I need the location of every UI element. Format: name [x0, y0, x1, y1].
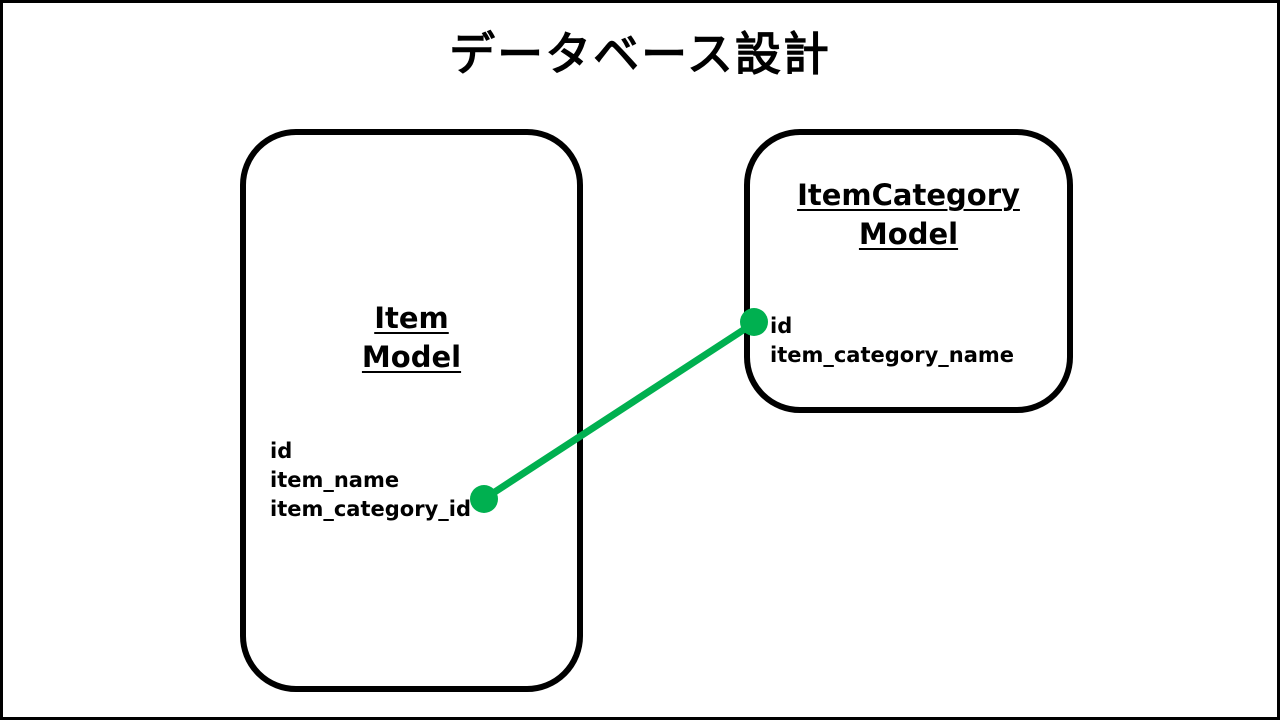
item-category-model-title: ItemCategory Model — [750, 176, 1067, 254]
page-title: データベース設計 — [449, 27, 831, 81]
item-model-name-line1: Item — [374, 301, 449, 335]
item-model-title: Item Model — [246, 299, 577, 377]
item-category-field-id: id — [770, 314, 793, 338]
item-model-fields: id item_name item_category_id — [270, 437, 471, 524]
item-category-model-fields: id item_category_name — [770, 312, 1014, 370]
item-model-name-line2: Model — [361, 340, 462, 374]
relation-endpoint-category-id — [740, 308, 768, 336]
item-category-field-name: item_category_name — [770, 343, 1015, 367]
item-category-model-entity: ItemCategory Model id item_category_name — [744, 129, 1073, 413]
item-field-item-name: item_name — [270, 468, 400, 492]
item-category-model-name-line1: ItemCategory — [797, 178, 1020, 212]
item-model-entity: Item Model id item_name item_category_id — [240, 129, 583, 692]
item-field-id: id — [270, 439, 293, 463]
relation-endpoint-item-category-id — [470, 485, 498, 513]
item-field-item-category-id: item_category_id — [270, 497, 471, 521]
item-category-model-name-line2: Model — [858, 217, 959, 251]
relation-line — [480, 319, 758, 503]
